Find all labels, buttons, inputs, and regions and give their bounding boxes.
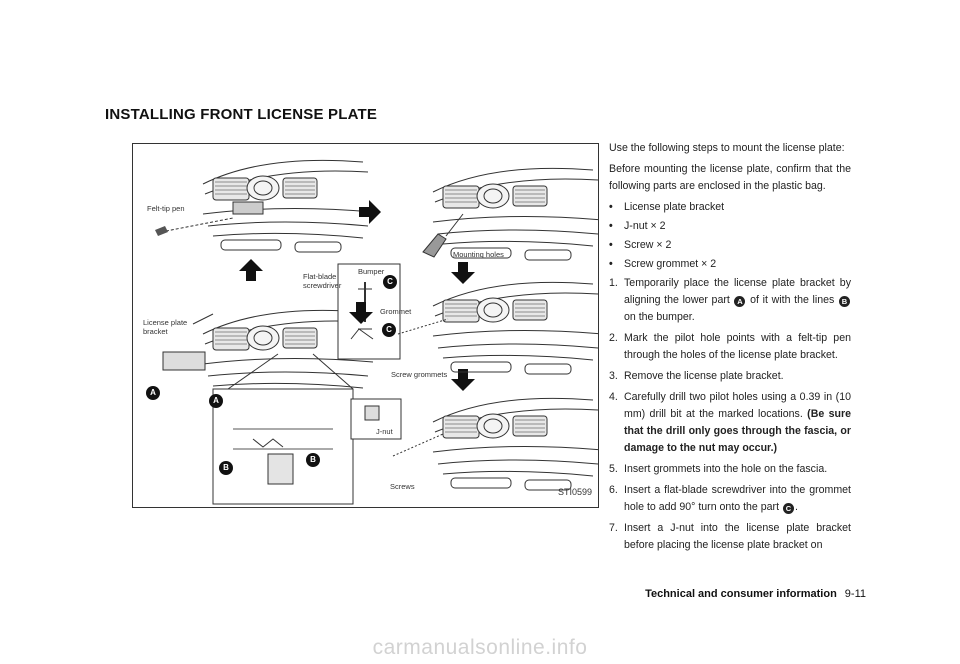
callout-c-icon: C	[782, 503, 794, 514]
callout-letter-a2: A	[213, 396, 219, 405]
step-text: Insert grommets into the hole on the fas…	[624, 463, 828, 475]
step-item: 2. Mark the pilot hole points with a felt…	[609, 330, 851, 364]
callout-letter-c2: C	[386, 325, 392, 334]
step-text: Carefully drill two pilot holes using a …	[624, 391, 851, 420]
list-item: • Screw × 2	[609, 237, 851, 256]
callout-b	[219, 453, 320, 475]
step-text: on the bumper.	[624, 311, 695, 323]
steps-list: 1. Temporarily place the license plate br…	[609, 275, 851, 554]
part-text: J-nut × 2	[624, 220, 666, 232]
label-license-plate-bracket: License plate bracket	[143, 318, 188, 336]
page-title: INSTALLING FRONT LICENSE PLATE	[105, 106, 378, 123]
parts-paragraph: Before mounting the license plate, confi…	[609, 163, 851, 192]
step-text: .	[794, 501, 798, 513]
instructions: Use the following steps to mount the lic…	[609, 140, 851, 558]
callout-letter-c: C	[387, 277, 393, 286]
figure-code: STI0599	[557, 487, 592, 497]
step-text: Temporarily place the license plate brac…	[624, 277, 851, 306]
step-number: 7.	[609, 522, 618, 534]
step-number: 5.	[609, 463, 618, 475]
label-felt-tip-pen: Felt-tip pen	[147, 204, 185, 213]
step-number: 1.	[609, 277, 618, 289]
bullet-mark: •	[609, 201, 613, 213]
callout-b-icon: B	[838, 296, 850, 307]
step-item: 7. Insert a J-nut into the license plate …	[609, 520, 851, 554]
page-footer: Technical and consumer information 9-11	[645, 588, 866, 600]
callout-letter-b2: B	[310, 455, 316, 464]
label-screw-grommets: Screw grommets	[391, 370, 448, 379]
step-item: 6. Insert a flat-blade screwdriver into t…	[609, 482, 851, 516]
label-bumper: Bumper	[358, 267, 385, 276]
step-text: of it with the lines	[750, 294, 835, 306]
list-item: • Screw grommet × 2	[609, 256, 851, 275]
diagram-drawing	[146, 159, 598, 505]
label-screws: Screws	[390, 482, 415, 491]
step-item: 1. Temporarily place the license plate br…	[609, 275, 851, 326]
list-item: • J-nut × 2	[609, 218, 851, 237]
step-text: Insert a flat-blade screwdriver into the…	[624, 484, 851, 513]
callout-a	[146, 386, 223, 408]
step-item: 5. Insert grommets into the hole on the f…	[609, 461, 851, 478]
bullet-mark: •	[609, 220, 613, 232]
step-number: 3.	[609, 370, 618, 382]
installation-diagram: A A B B C C Felt-tip pen License plate b…	[132, 143, 599, 508]
step-number: 4.	[609, 391, 618, 403]
parts-list: • License plate bracket • J-nut × 2 • Screw…	[609, 199, 851, 275]
warning-text: (Be sure that the drill only goes throug…	[624, 408, 851, 454]
step-item: 3. Remove the license plate bracket.	[609, 368, 851, 385]
bullet-mark: •	[609, 239, 613, 251]
callout-a-icon: A	[734, 296, 746, 307]
step-number: 6.	[609, 484, 618, 496]
step-text: Insert a J-nut into the license plate br…	[624, 522, 851, 551]
label-grommet: Grommet	[380, 307, 412, 316]
label-flat-blade-screwdriver: Flat-blade screwdriver	[303, 272, 342, 290]
bullet-mark: •	[609, 258, 613, 270]
part-text: License plate bracket	[624, 201, 725, 213]
callout-letter-a: A	[150, 388, 156, 397]
part-text: Screw grommet × 2	[624, 258, 717, 270]
step-number: 2.	[609, 332, 618, 344]
watermark: carmanualsonline.info	[372, 636, 588, 659]
label-j-nut: J-nut	[376, 427, 393, 436]
list-item: • License plate bracket	[609, 199, 851, 218]
label-mounting-holes: Mounting holes	[453, 250, 504, 259]
callout-letter-b: B	[223, 463, 229, 472]
step-item: 4. Carefully drill two pilot holes using …	[609, 389, 851, 457]
footer-section: Technical and consumer information	[645, 588, 837, 600]
step-text: Remove the license plate bracket.	[624, 370, 784, 382]
callout-c	[382, 275, 397, 337]
intro-paragraph: Use the following steps to mount the lic…	[609, 142, 845, 154]
step-text: Mark the pilot hole points with a felt-t…	[624, 332, 851, 361]
page-number: 9-11	[844, 588, 866, 600]
part-text: Screw × 2	[624, 239, 672, 251]
